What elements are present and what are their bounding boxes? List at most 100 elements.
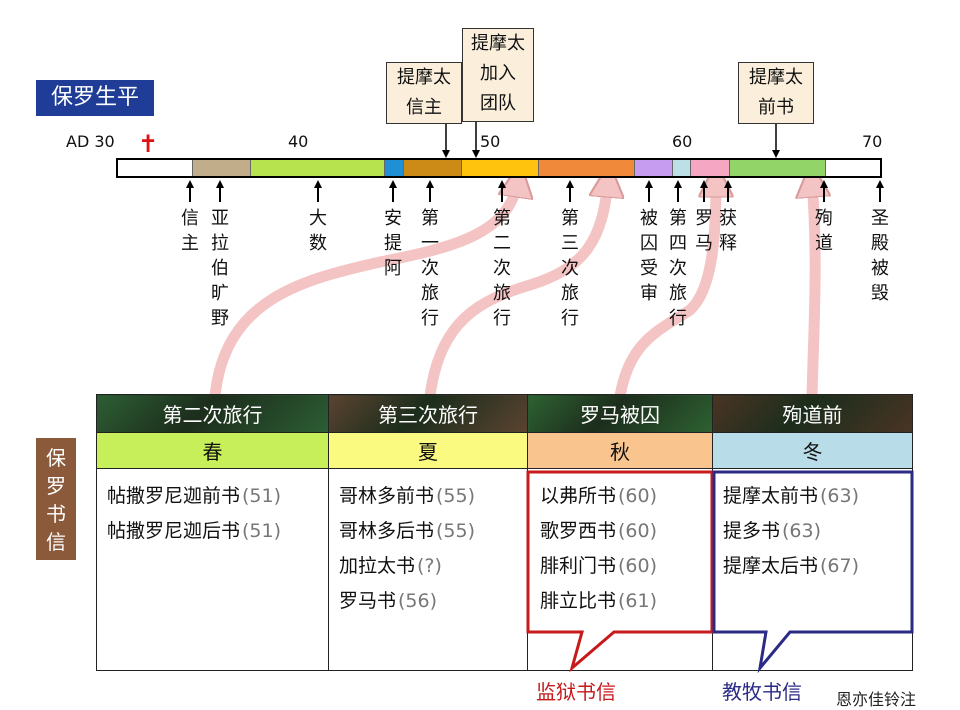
timeline-segment (404, 160, 462, 176)
event-pointer (677, 186, 679, 202)
event-pointer (317, 186, 319, 202)
book-name: 哥林多后书 (339, 520, 435, 542)
timeline-segment (385, 160, 404, 176)
timeline-segment (635, 160, 673, 176)
season-cell: 夏 (328, 432, 528, 469)
side-label-char: 书 (46, 502, 66, 526)
column-header: 殉道前 (712, 394, 913, 433)
header-text: 罗马被囚 (580, 403, 660, 427)
callout-line: 提摩太 (397, 67, 451, 88)
book-item: 腓立比书(61) (540, 584, 712, 619)
callout-line: 团队 (480, 93, 516, 114)
book-year: (63) (782, 520, 822, 542)
book-name: 提多书 (723, 520, 781, 542)
event-pointer (189, 186, 191, 202)
tick-label: 60 (672, 132, 693, 151)
prison-epistles-label: 监狱书信 (536, 680, 616, 704)
pastoral-epistles-bubble (712, 470, 914, 674)
season-cell: 春 (96, 432, 329, 469)
callout-line: 提摩太 (749, 67, 803, 88)
book-item: 帖撒罗尼迦后书(51) (107, 514, 328, 549)
event-pointer (501, 186, 503, 202)
event-rome: 罗马 (692, 206, 716, 256)
book-name: 腓立比书 (540, 590, 617, 612)
event-pointer (703, 186, 705, 202)
callout-timothy-joins: 提摩太 加入 团队 (462, 28, 534, 122)
header-text: 殉道前 (782, 403, 843, 427)
tick-label: AD 30 (66, 132, 115, 151)
event-label: 殉道 (815, 208, 833, 254)
book-item: 提多书(63) (723, 514, 912, 549)
event-pointer-head (314, 180, 322, 188)
event-pointer-head (566, 180, 574, 188)
event-label: 安提阿 (384, 208, 402, 279)
event-pointer (569, 186, 571, 202)
season-text: 秋 (610, 440, 630, 464)
timeline-segment (826, 160, 880, 176)
book-name: 哥林多前书 (339, 485, 435, 507)
event-label: 被囚受审 (640, 208, 658, 304)
book-name: 歌罗西书 (540, 520, 617, 542)
callout-line: 信主 (406, 97, 442, 118)
arrow-3rd-journey (424, 180, 608, 402)
book-year: (51) (242, 520, 282, 542)
book-year: (56) (398, 590, 438, 612)
book-year: (61) (618, 590, 658, 612)
book-year: (60) (618, 520, 658, 542)
event-release: 获释 (716, 206, 740, 256)
callout-pointer-head (472, 150, 480, 158)
event-label: 第一次旅行 (421, 208, 439, 329)
event-martyrdom: 殉道 (812, 206, 836, 256)
timeline-segment (730, 160, 826, 176)
event-pointer-head (820, 180, 828, 188)
event-3rd-journey: 第三次旅行 (558, 206, 582, 331)
book-item: 哥林多后书(55) (339, 514, 527, 549)
event-pointer-head (216, 180, 224, 188)
event-label: 亚拉伯旷野 (211, 208, 229, 329)
book-year: (67) (820, 555, 860, 577)
event-pointer (392, 186, 394, 202)
book-year: (60) (618, 555, 658, 577)
event-label: 罗马 (695, 208, 713, 254)
season-text: 夏 (418, 440, 438, 464)
callout-timothy-conversion: 提摩太 信主 (386, 62, 462, 124)
side-label-char: 罗 (46, 474, 66, 498)
book-item: 哥林多前书(55) (339, 479, 527, 514)
arrow-imprisonment (614, 180, 716, 402)
event-pointer (648, 186, 650, 202)
timeline-bar (116, 158, 882, 178)
callout-pointer-head (772, 150, 780, 158)
event-1st-journey: 第一次旅行 (418, 206, 442, 331)
book-year: (51) (242, 485, 282, 507)
timeline-segment (462, 160, 539, 176)
event-pointer-head (876, 180, 884, 188)
event-pointer (429, 186, 431, 202)
event-pointer (823, 186, 825, 202)
column-header: 第二次旅行 (96, 394, 329, 433)
corner-text: 恩亦佳铃注 (836, 690, 917, 709)
season-text: 冬 (802, 440, 823, 464)
book-item: 加拉太书(?) (339, 549, 527, 584)
timeline-segment (118, 160, 193, 176)
timeline-segment (691, 160, 730, 176)
tick-label: 70 (862, 132, 883, 151)
event-pointer (219, 186, 221, 202)
event-2nd-journey: 第二次旅行 (490, 206, 514, 331)
callout-line: 提摩太 (471, 33, 525, 54)
season-text: 春 (202, 440, 223, 464)
event-pointer-head (645, 180, 653, 188)
book-year: (55) (436, 520, 476, 542)
book-name: 帖撒罗尼迦前书 (107, 485, 241, 507)
books-cell: 提摩太前书(63)提多书(63)提摩太后书(67) (712, 468, 913, 671)
books-cell: 哥林多前书(55)哥林多后书(55)加拉太书(?)罗马书(56) (328, 468, 528, 671)
header-text: 第二次旅行 (162, 403, 263, 427)
event-temple-destroyed: 圣殿被毁 (868, 206, 892, 306)
arrow-2nd-journey (209, 180, 518, 402)
season-cell: 冬 (712, 432, 913, 469)
book-item: 以弗所书(60) (540, 479, 712, 514)
book-item: 歌罗西书(60) (540, 514, 712, 549)
book-item: 提摩太后书(67) (723, 549, 912, 584)
pastoral-epistles-label: 教牧书信 (722, 680, 802, 704)
